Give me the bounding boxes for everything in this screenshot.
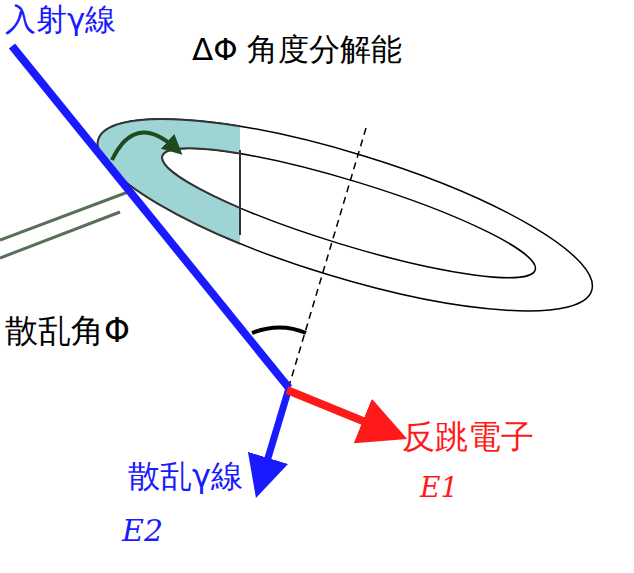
- resolution-arrow: [112, 133, 175, 160]
- incident-label: 入射γ線: [5, 2, 116, 38]
- electron-label: 反跳電子: [402, 418, 534, 456]
- cone-axis: [289, 128, 366, 386]
- segment-edge: [239, 150, 241, 235]
- cone-ring: [80, 80, 610, 349]
- energy-label: E1: [420, 472, 458, 504]
- energy-label: E2: [122, 514, 163, 549]
- angle-arc: [252, 328, 306, 334]
- pointer-line: [0, 212, 120, 258]
- scattered-label: 散乱γ線: [128, 458, 243, 495]
- recoil-electron-arrow: [287, 390, 385, 430]
- scattered-gamma-arrow: [262, 388, 289, 478]
- angle-label: 散乱角Φ: [5, 312, 130, 350]
- resolution-label: ΔΦ 角度分解能: [192, 32, 402, 68]
